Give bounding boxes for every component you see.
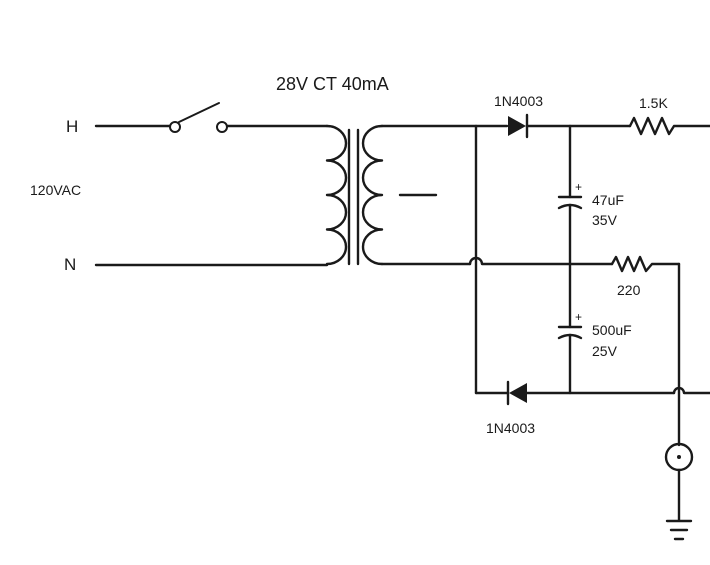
bottom-crossover-hop: [672, 386, 710, 395]
primary-winding: [325, 124, 348, 266]
resistor-1k5: [628, 116, 710, 136]
top-diode: [508, 113, 529, 139]
transformer: [325, 124, 384, 266]
neutral-line-label: N: [64, 255, 76, 274]
c-top-voltage: 35V: [592, 212, 618, 228]
wire-crossover-hop: [468, 256, 614, 266]
c-bottom-value: 500uF: [592, 322, 632, 338]
power-switch: [169, 102, 228, 133]
meter-icon: [664, 442, 694, 472]
top-diode-label: 1N4003: [494, 93, 543, 109]
c-top-polarity: +: [575, 180, 582, 194]
bottom-diode-label: 1N4003: [486, 420, 535, 436]
ground-icon: [665, 519, 693, 541]
capacitor-47uf: [557, 195, 583, 210]
c-top-value: 47uF: [592, 192, 624, 208]
hot-line-label: H: [66, 117, 78, 136]
c-bottom-polarity: +: [575, 310, 582, 324]
c-bottom-voltage: 25V: [592, 343, 618, 359]
resistor-220: [610, 255, 681, 273]
capacitor-500uf: [557, 325, 583, 340]
r-top-label: 1.5K: [639, 95, 668, 111]
r-mid-label: 220: [617, 282, 641, 298]
bottom-diode: [506, 380, 527, 406]
input-voltage-label: 120VAC: [30, 182, 81, 198]
secondary-winding: [361, 124, 384, 266]
transformer-label: 28V CT 40mA: [276, 74, 389, 94]
